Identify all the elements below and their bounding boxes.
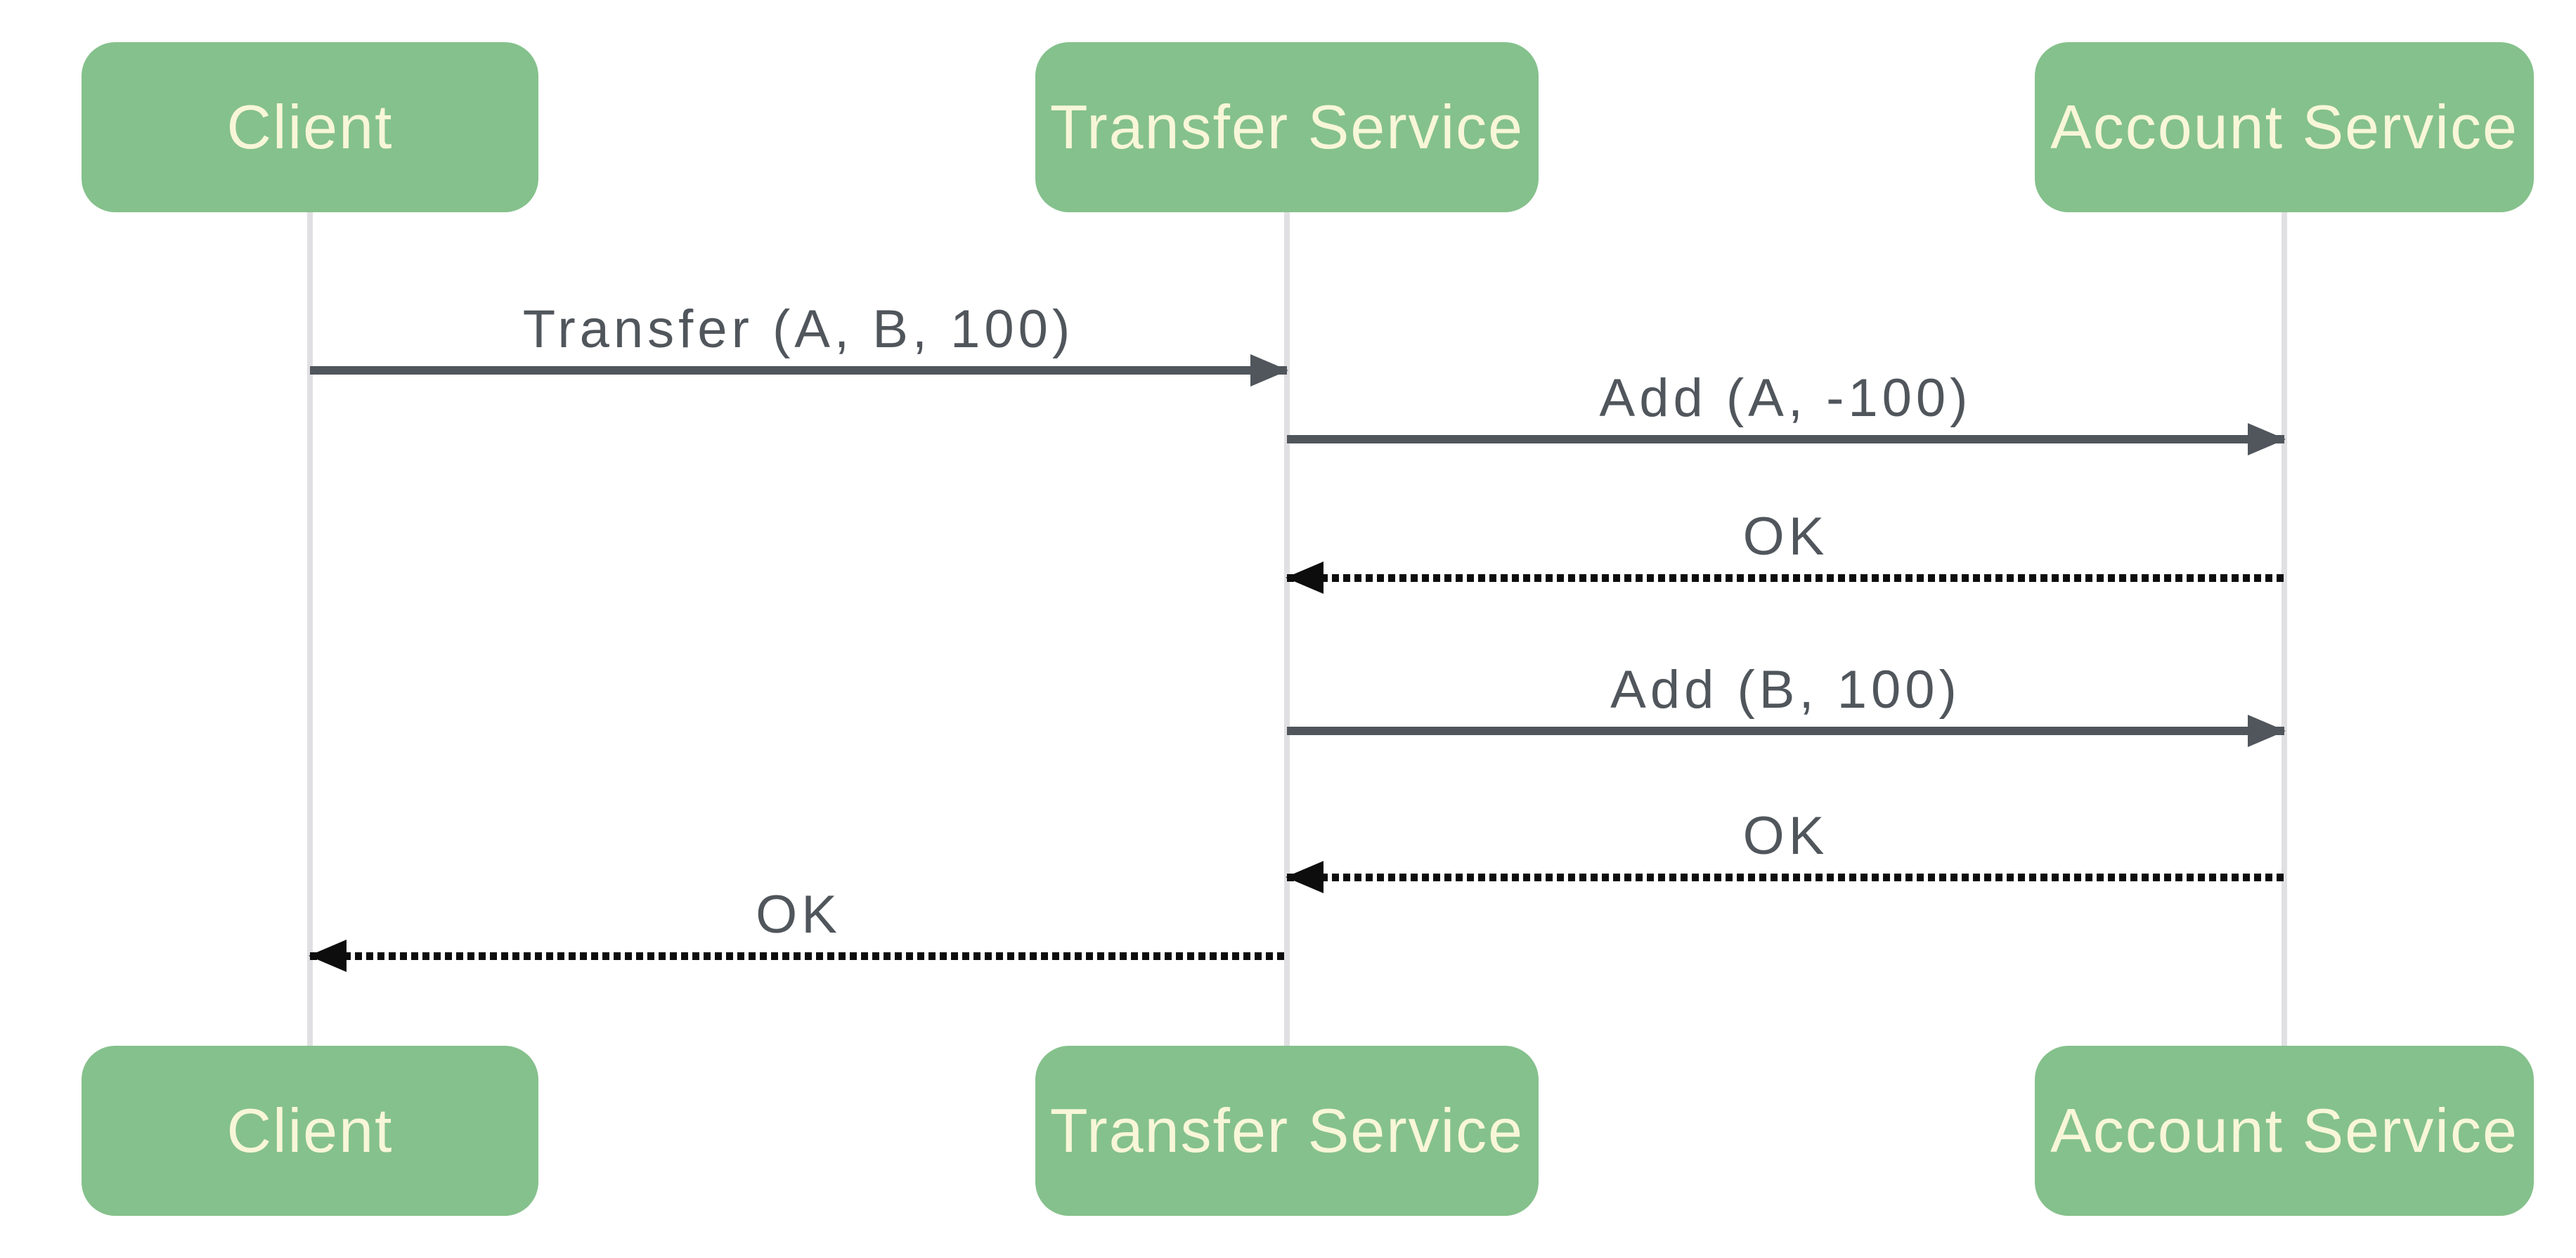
lifeline-client [307,212,313,1046]
message-label: OK [1742,806,1829,866]
actor-label: Transfer Service [1049,92,1525,162]
arrowhead-right-icon [2248,715,2286,747]
actor-bottom-box-account-service: Account Service [2035,1046,2534,1216]
message-label: OK [756,885,841,945]
actor-label: Account Service [2050,1096,2518,1165]
message-add-a-call: Add (A, -100) [1287,372,2286,455]
message-ok-return-3: OK [309,888,1287,972]
message-line-dotted [310,952,1287,960]
actor-top-box-client: Client [82,42,538,212]
message-line-solid [1287,727,2284,735]
message-line-dotted [1287,574,2284,582]
actor-bottom-box-client: Client [82,1046,538,1216]
actor-label: Client [226,92,394,162]
message-add-b-call: Add (B, 100) [1287,663,2286,747]
message-label: Transfer (A, B, 100) [522,299,1075,359]
actor-bottom-box-transfer-service: Transfer Service [1035,1046,1539,1216]
arrowhead-left-icon [1286,562,1323,594]
arrowhead-right-icon [2248,423,2286,455]
message-label: OK [1742,507,1829,566]
actor-top-box-transfer-service: Transfer Service [1035,42,1539,212]
actor-label: Transfer Service [1049,1096,1525,1165]
arrowhead-right-icon [1250,354,1288,387]
lifeline-transfer-service [1284,212,1290,1046]
actor-top-box-account-service: Account Service [2035,42,2534,212]
message-ok-return-1: OK [1286,510,2284,594]
lifeline-account-service [2281,212,2287,1046]
actor-label: Account Service [2050,92,2518,162]
message-line-solid [310,366,1287,375]
message-label: Add (A, -100) [1599,368,1972,428]
message-line-solid [1287,435,2284,443]
message-label: Add (B, 100) [1610,660,1961,720]
actor-label: Client [226,1096,394,1165]
message-line-dotted [1287,874,2284,881]
arrowhead-left-icon [309,940,347,972]
message-ok-return-2: OK [1286,810,2284,893]
arrowhead-left-icon [1286,861,1323,893]
message-transfer-call: Transfer (A, B, 100) [310,303,1288,387]
